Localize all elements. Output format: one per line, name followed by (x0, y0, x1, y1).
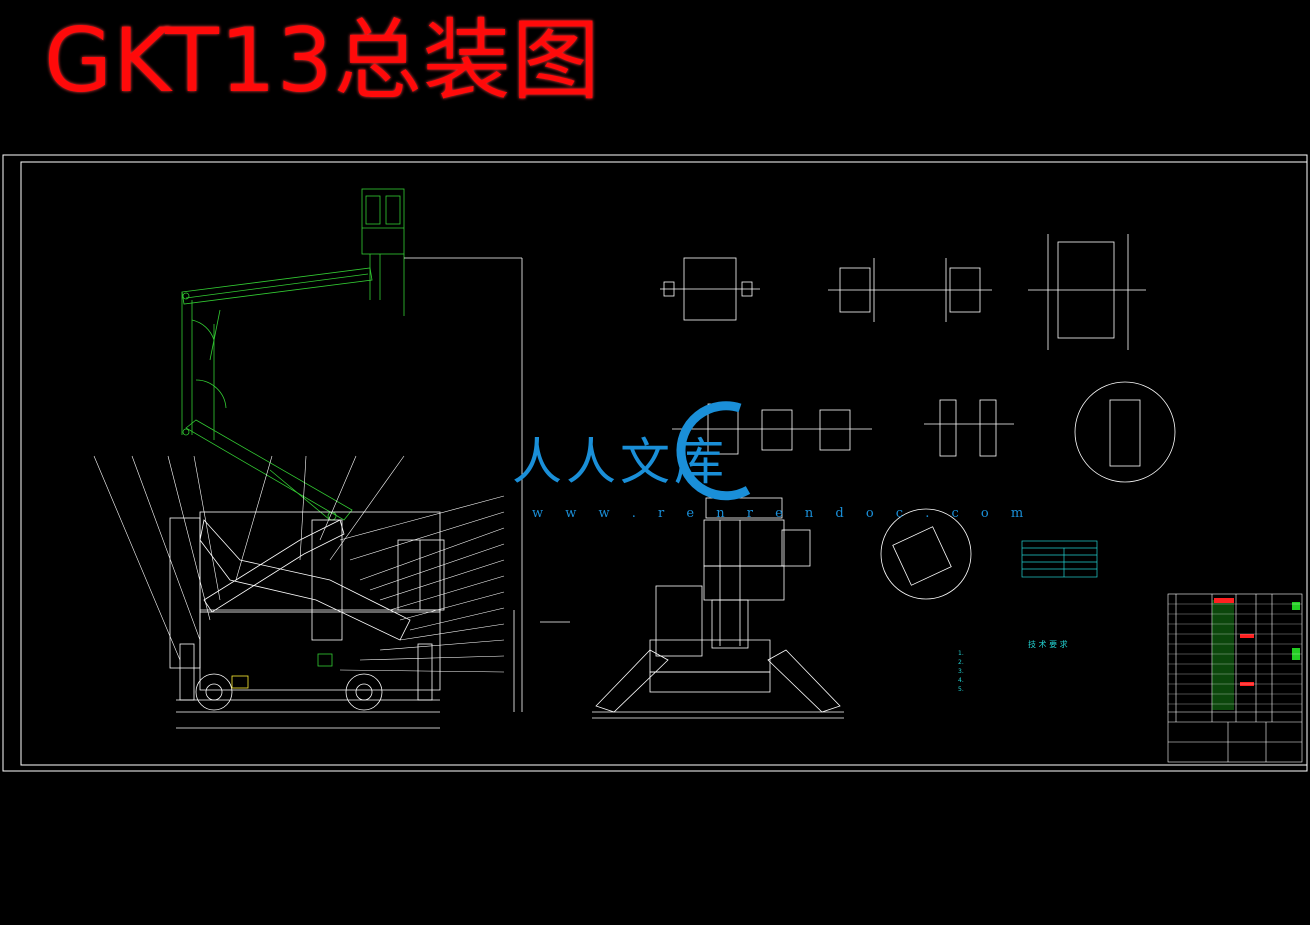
watermark-logo (676, 401, 751, 501)
watermark-url: w w w . r e n r e n d o c . c o m (532, 506, 1033, 521)
leader-lines (93, 455, 505, 673)
front-wheel (195, 673, 233, 711)
detail-circle-1 (1074, 381, 1176, 483)
lower-boom (185, 419, 353, 521)
inner-frame (20, 161, 1308, 766)
front-view (592, 497, 844, 719)
tech-item: 5. (958, 686, 964, 693)
right-outrigger (767, 649, 841, 713)
upper-boom (181, 267, 373, 305)
rear-wheel (345, 673, 383, 711)
tech-item: 2. (958, 659, 964, 666)
left-outrigger (595, 649, 669, 713)
tech-heading: 技 术 要 求 (1028, 640, 1068, 649)
counterweight (397, 539, 445, 611)
detail-circle-2 (880, 508, 972, 600)
boom-assembly (181, 188, 405, 521)
watermark-brand: 人人文库 (512, 433, 728, 491)
params-table (1021, 540, 1098, 578)
section-details (660, 234, 1176, 600)
parts-list (1167, 593, 1303, 763)
drawing-title: GKT13总装图 (44, 9, 601, 112)
tech-item: 4. (958, 677, 964, 684)
chassis (169, 511, 570, 729)
side-view (93, 188, 570, 729)
parts-list-rows (1168, 603, 1302, 705)
tech-item: 3. (958, 668, 964, 675)
work-basket (361, 188, 405, 255)
technical-requirements: 技 术 要 求 1. 2. 3. 4. 5. (958, 640, 1068, 694)
tech-item: 1. (958, 650, 964, 657)
